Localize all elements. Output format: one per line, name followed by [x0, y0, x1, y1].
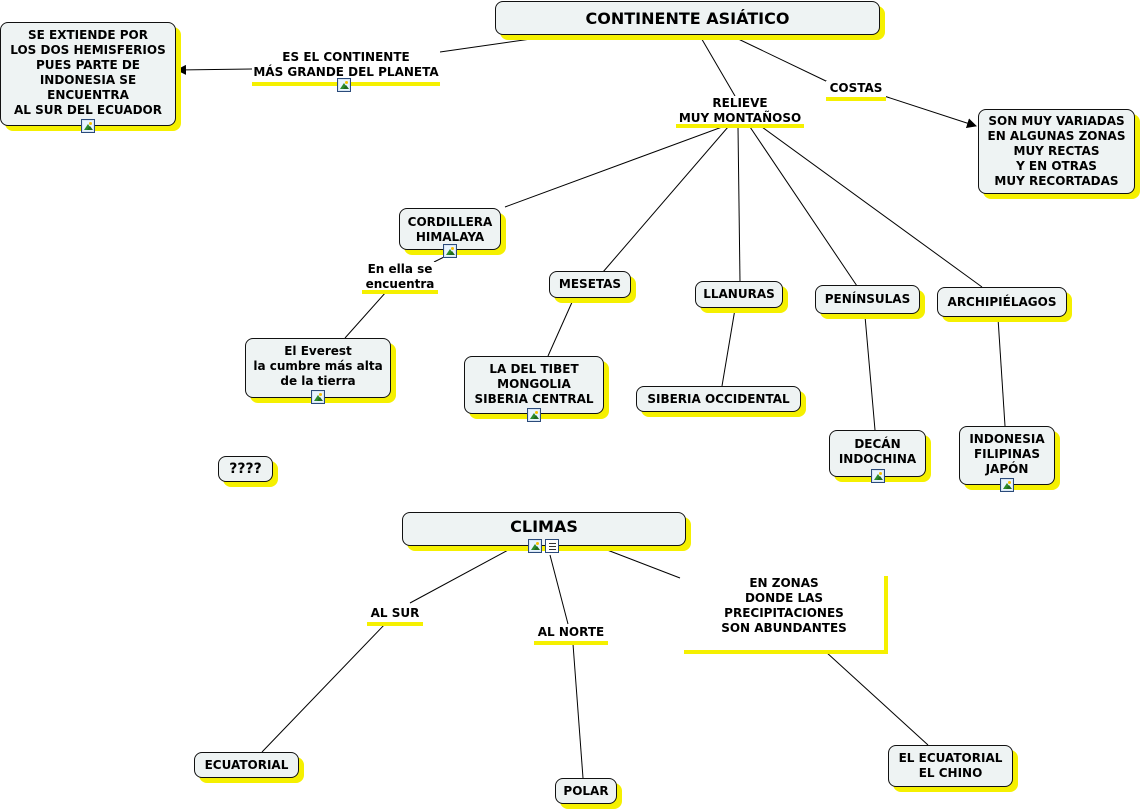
image-icon[interactable] [871, 469, 885, 483]
node-archipielagos[interactable]: ARCHIPIÉLAGOS [937, 287, 1067, 317]
edge-continente-relieve [699, 35, 736, 97]
image-icon[interactable] [81, 119, 95, 133]
edge-archipielagos-indonesia [997, 317, 1006, 427]
image-icon[interactable] [337, 78, 351, 92]
node-ecuatorial[interactable]: ECUATORIAL [194, 752, 299, 778]
note-icon[interactable] [545, 539, 559, 553]
edge-peninsulas-decan [864, 315, 876, 431]
node-siberia-occidental[interactable]: SIBERIA OCCIDENTAL [636, 386, 801, 412]
edge-enella-everest [344, 291, 387, 339]
edge-llanuras-siberia [721, 308, 736, 387]
edge-climas-alsur [409, 548, 511, 604]
edge-relieve-llanuras [737, 126, 741, 283]
image-icon[interactable] [443, 244, 457, 258]
label-costas: COSTAS [826, 81, 886, 101]
node-mesetas[interactable]: MESETAS [549, 271, 631, 298]
edge-mesetas-tibet [547, 299, 574, 357]
node-ecuatorial-chino[interactable]: EL ECUATORIAL EL CHINO [888, 745, 1013, 787]
node-question-marks[interactable]: ???? [218, 456, 273, 482]
node-everest[interactable]: El Everest la cumbre más alta de la tier… [245, 338, 391, 398]
label-en-ella-se-encuentra: En ella se encuentra [362, 262, 438, 294]
edge-climas-alnorte [549, 554, 569, 625]
image-icon[interactable] [528, 539, 542, 553]
edge-relieve-peninsulas [749, 126, 858, 287]
edge-alnorte-polar [572, 643, 584, 779]
node-polar[interactable]: POLAR [555, 778, 617, 804]
label-al-sur: AL SUR [367, 606, 423, 626]
edge-alsur-ecuatorial [261, 622, 387, 753]
image-icon[interactable] [311, 390, 325, 404]
node-indonesia-filipinas-japon[interactable]: INDONESIA FILIPINAS JAPÓN [959, 426, 1055, 485]
edge-climas-zonas [601, 547, 681, 579]
edge-grande-hemisferios [176, 64, 253, 75]
node-tibet-mongolia[interactable]: LA DEL TIBET MONGOLIA SIBERIA CENTRAL [464, 356, 604, 414]
edge-continente-costas [731, 35, 829, 83]
edge-relieve-himalaya [504, 126, 723, 208]
edge-continente-grande [439, 35, 553, 53]
node-dos-hemisferios[interactable]: SE EXTIENDE POR LOS DOS HEMISFERIOS PUES… [0, 22, 176, 126]
edge-costas-desc [883, 95, 977, 128]
node-continente-asiatico[interactable]: CONTINENTE ASIÁTICO [495, 1, 880, 35]
label-relieve: RELIEVE MUY MONTAÑOSO [676, 96, 804, 128]
image-icon[interactable] [1000, 478, 1014, 492]
label-en-zonas-precipitaciones: EN ZONAS DONDE LAS PRECIPITACIONES SON A… [684, 576, 888, 654]
node-peninsulas[interactable]: PENÍNSULAS [815, 285, 920, 314]
label-al-norte: AL NORTE [534, 625, 608, 645]
node-llanuras[interactable]: LLANURAS [695, 281, 783, 308]
edge-relieve-mesetas [602, 126, 729, 273]
edge-zonas-chino [825, 651, 929, 746]
node-climas[interactable]: CLIMAS [402, 512, 686, 546]
edge-relieve-archipielagos [761, 126, 983, 288]
node-costas-variadas[interactable]: SON MUY VARIADAS EN ALGUNAS ZONAS MUY RE… [978, 109, 1135, 194]
image-icon[interactable] [527, 408, 541, 422]
